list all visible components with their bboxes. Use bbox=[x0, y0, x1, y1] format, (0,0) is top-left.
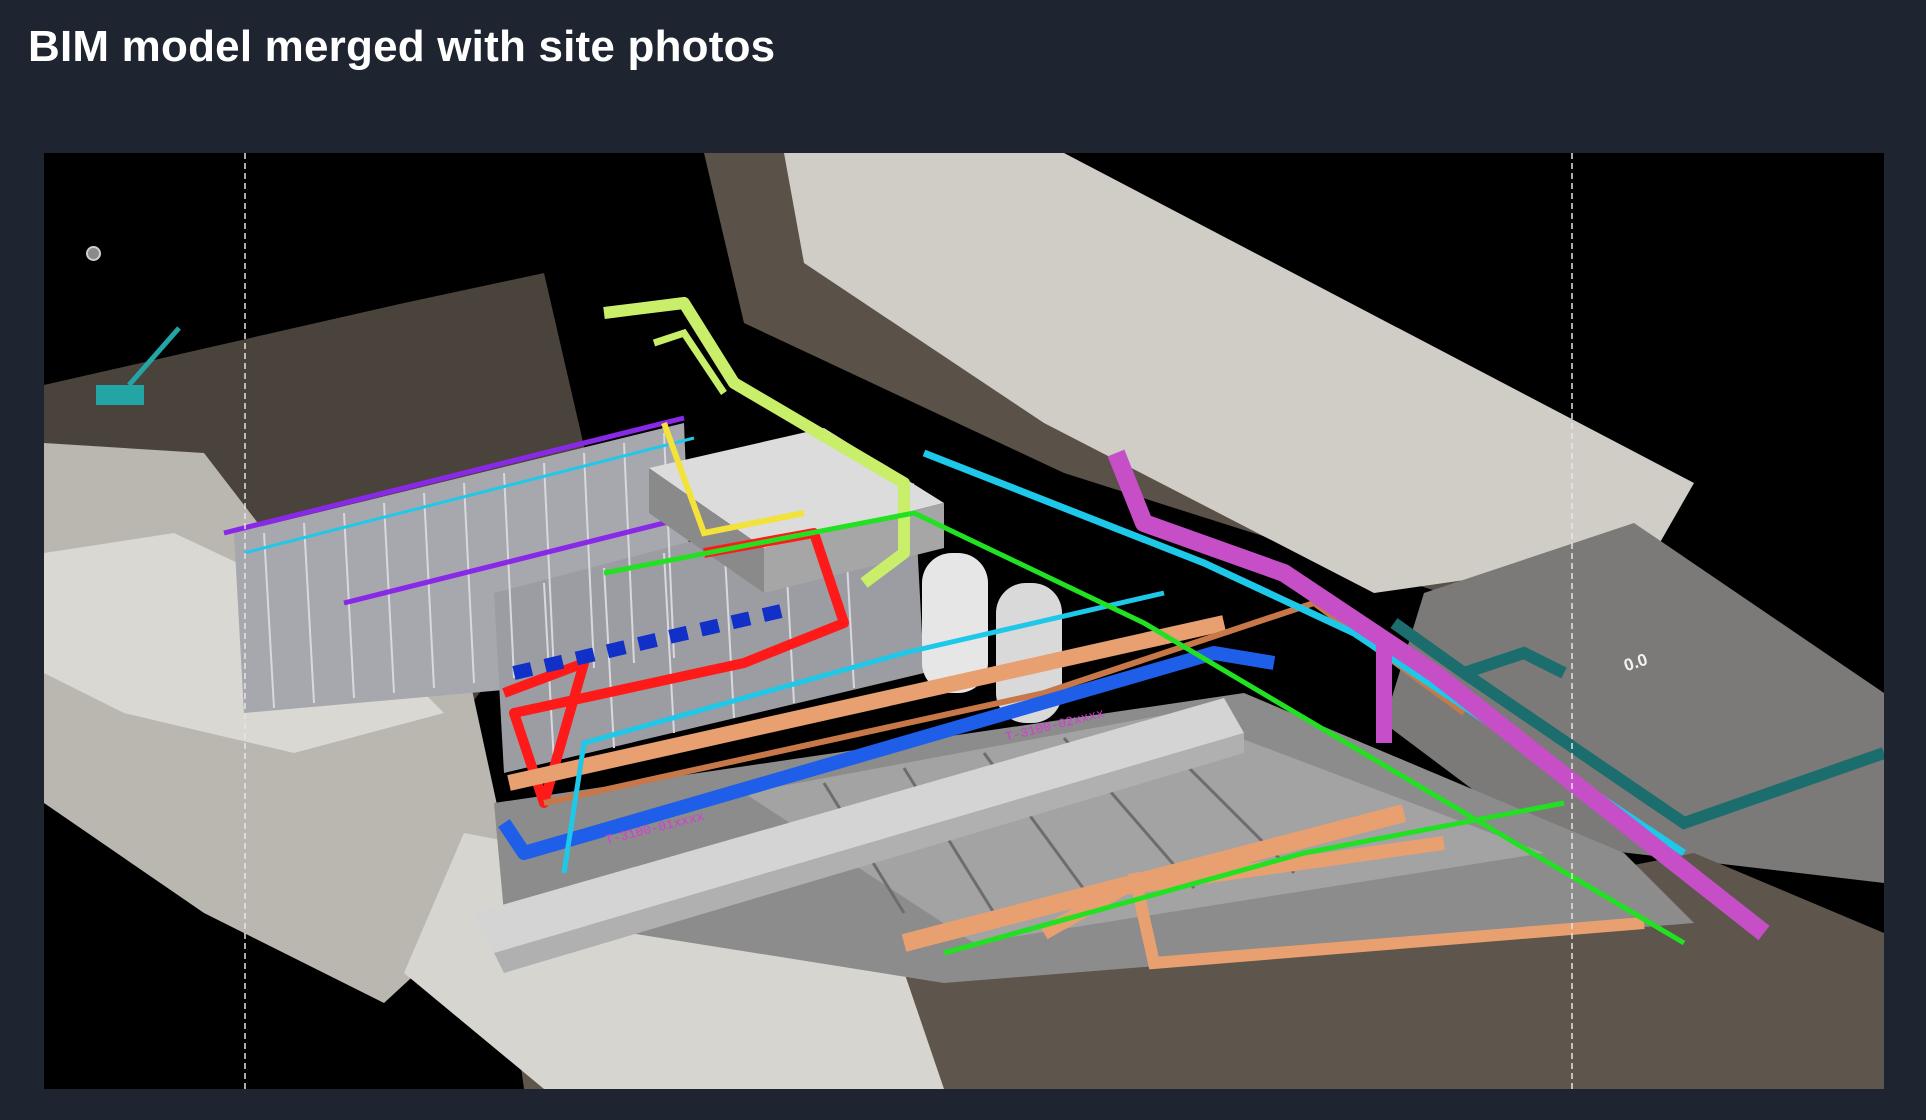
site-roof-slab bbox=[784, 153, 1694, 593]
bim-scene bbox=[44, 153, 1884, 1089]
purple-pipe-upper bbox=[223, 415, 685, 536]
orange-pipe-main bbox=[507, 615, 1226, 791]
bim-3d-viewport[interactable]: T-3100-01xxxx T-3100-02xxxx 0.0 bbox=[44, 153, 1884, 1089]
model-concrete-beam bbox=[474, 698, 1244, 953]
yellow-green-pipe-2 bbox=[652, 328, 727, 395]
right-guide-line bbox=[1571, 153, 1573, 1089]
blue-main-pipe bbox=[498, 646, 1276, 860]
teal-pipe-2 bbox=[1462, 646, 1567, 679]
cyan-pipe-2 bbox=[561, 590, 1165, 874]
yellow-green-pipe bbox=[603, 297, 910, 588]
orange-pipe-lower bbox=[901, 804, 1407, 952]
model-concrete-beam-face bbox=[494, 733, 1244, 973]
magenta-pipe bbox=[1107, 449, 1770, 941]
red-pipe bbox=[502, 528, 849, 808]
navigation-marker-icon[interactable] bbox=[86, 246, 101, 261]
green-pipe-2 bbox=[943, 800, 1565, 956]
yellow-pipe bbox=[661, 421, 805, 537]
slide-title: BIM model merged with site photos bbox=[28, 22, 776, 71]
orange-pipe-rise bbox=[1128, 871, 1645, 970]
green-pipe bbox=[603, 510, 1686, 946]
teal-pipe bbox=[1390, 618, 1884, 830]
cyan-pipe-rack bbox=[243, 436, 695, 555]
site-crane bbox=[96, 326, 181, 405]
blue-pumps bbox=[512, 601, 796, 680]
model-floor-bays bbox=[744, 713, 1544, 943]
left-guide-line bbox=[244, 153, 246, 1089]
